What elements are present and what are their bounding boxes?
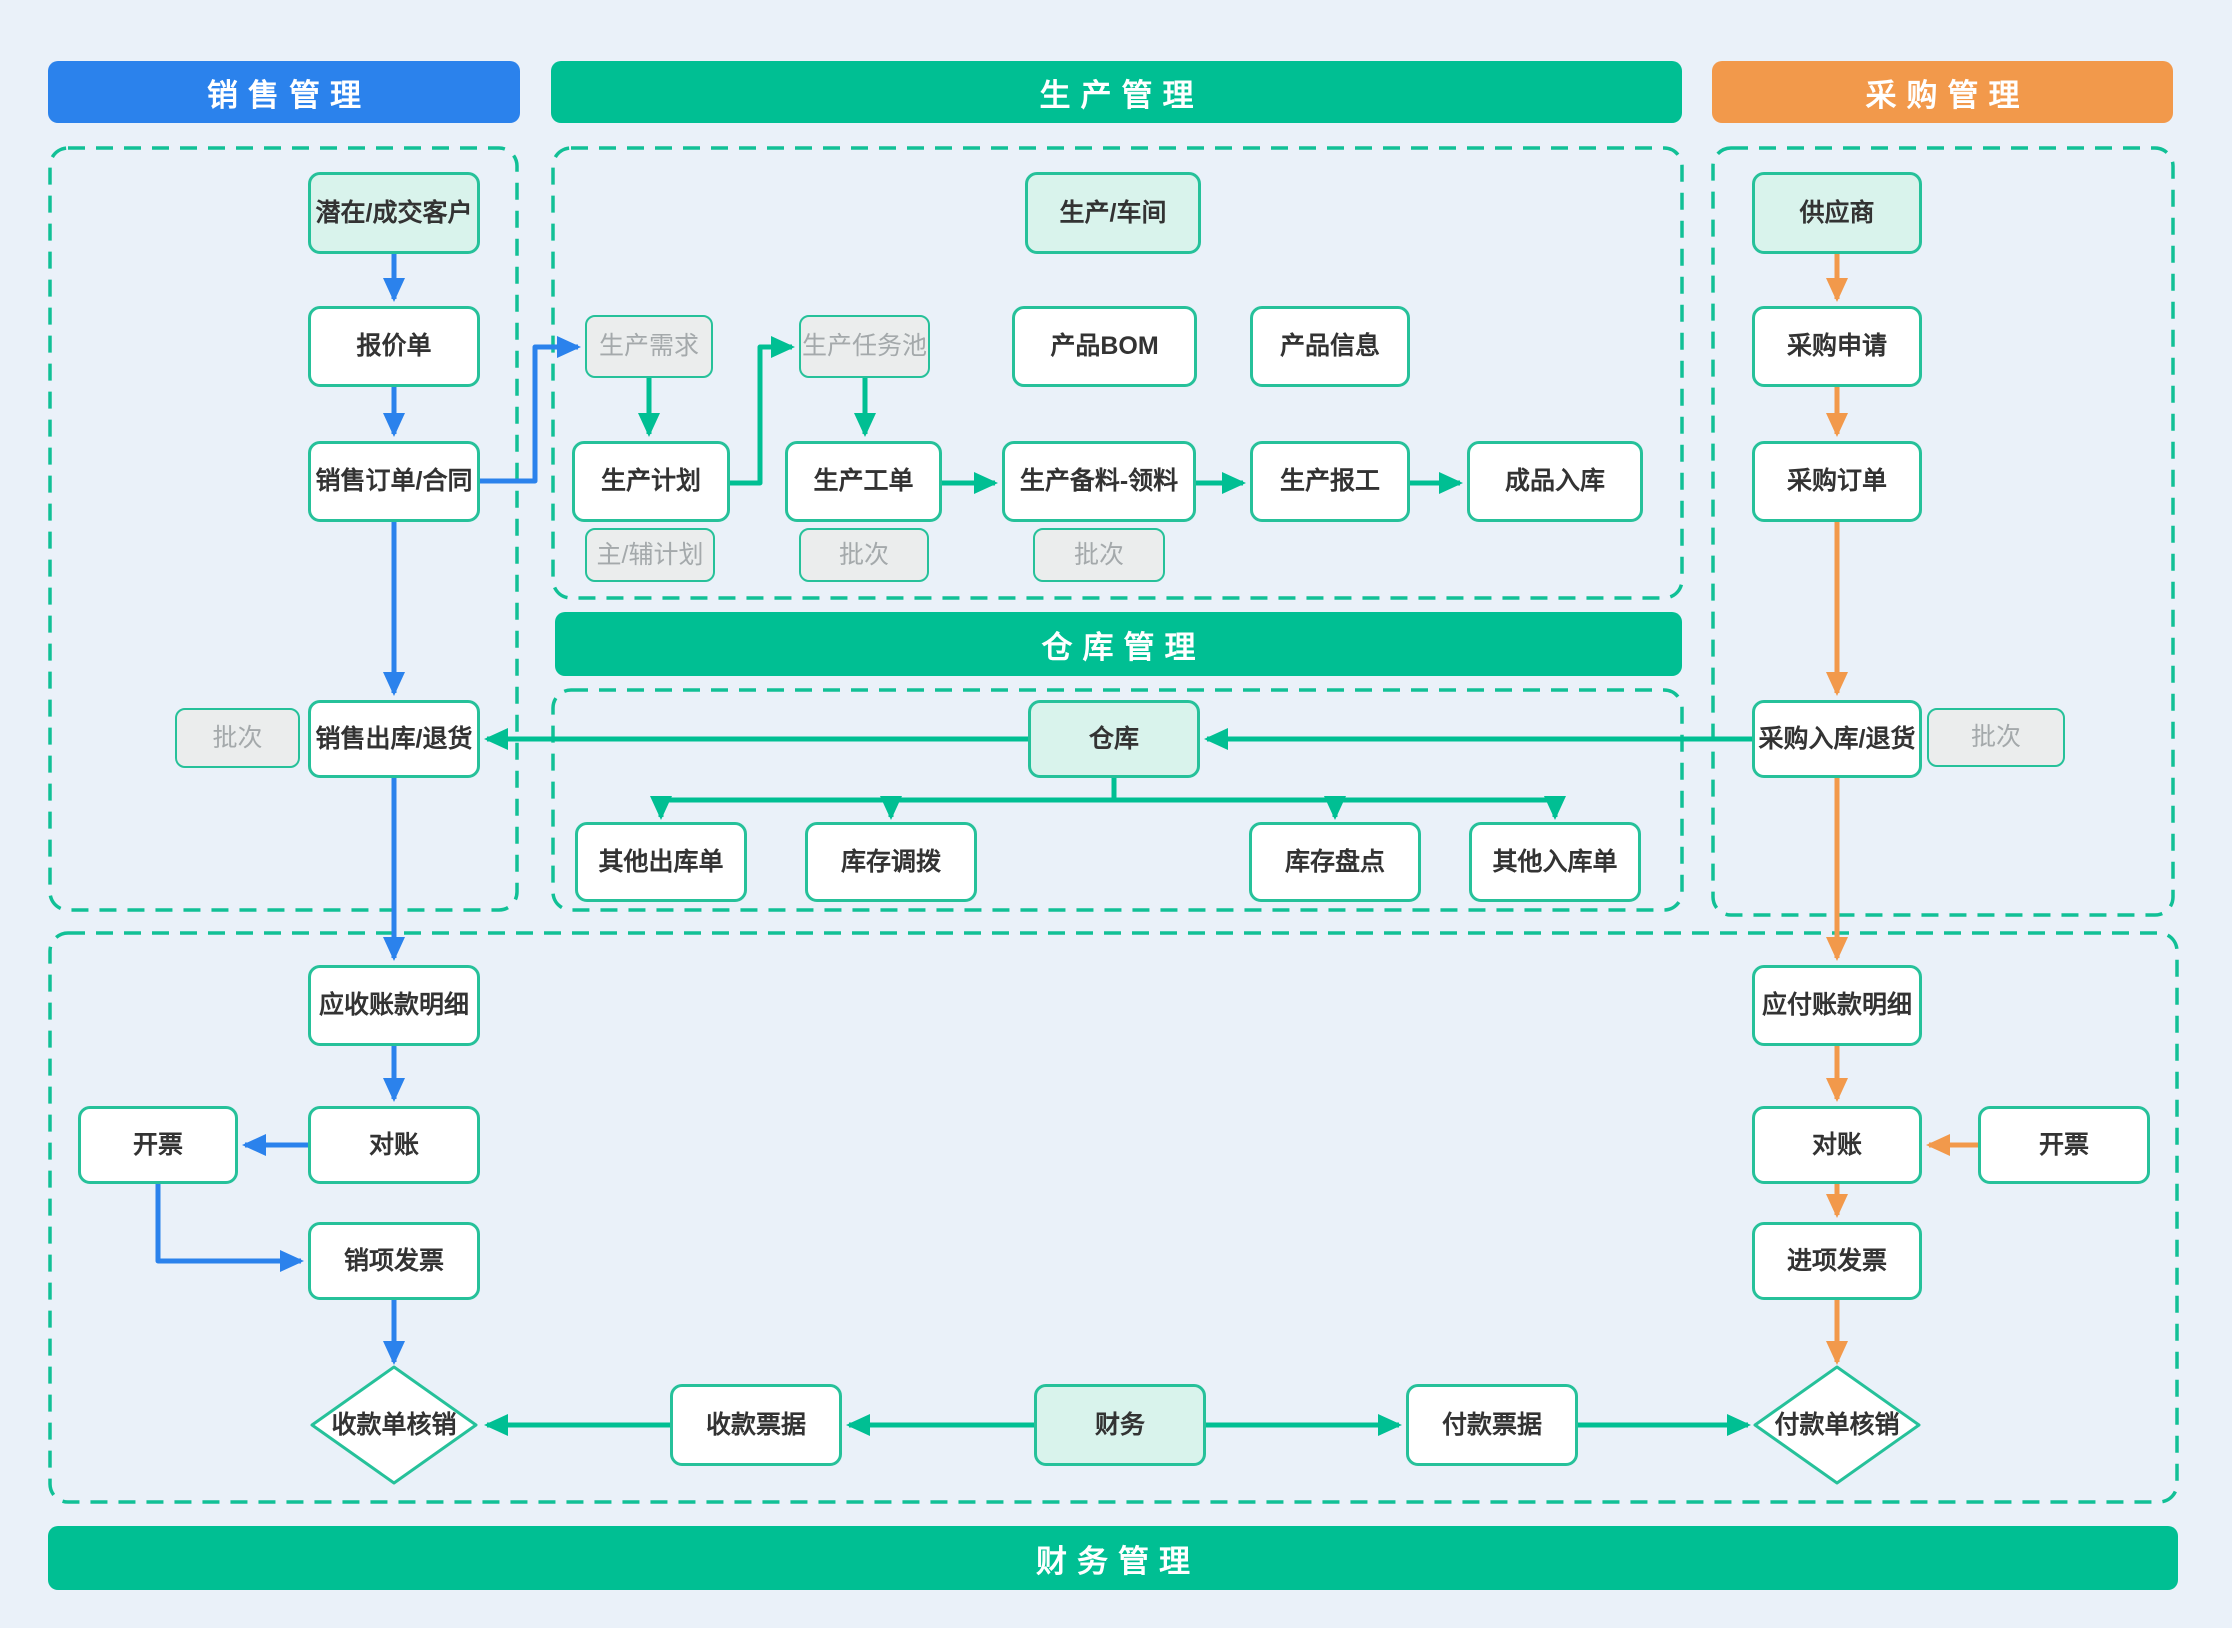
container-sales-area xyxy=(48,146,519,912)
finance-header: 财务管理 xyxy=(48,1526,2178,1590)
node-production-workorder[interactable]: 生产工单 xyxy=(785,441,942,522)
node-batch-material[interactable]: 批次 xyxy=(1033,528,1165,582)
node-payable-details[interactable]: 应付账款明细 xyxy=(1752,965,1922,1046)
node-production-task-pool[interactable]: 生产任务池 xyxy=(799,315,930,378)
node-other-inbound[interactable]: 其他入库单 xyxy=(1469,822,1641,902)
node-receipt-writeoff-shape[interactable] xyxy=(310,1365,478,1485)
container-warehouse-area xyxy=(551,688,1684,912)
connector-plan-to-taskpool xyxy=(730,336,795,486)
node-invoicing-left[interactable]: 开票 xyxy=(78,1106,238,1184)
node-purchase-invoice[interactable]: 进项发票 xyxy=(1752,1222,1922,1300)
node-product-bom[interactable]: 产品BOM xyxy=(1012,306,1197,387)
node-production-demand[interactable]: 生产需求 xyxy=(585,315,713,378)
node-potential-customers[interactable]: 潜在/成交客户 xyxy=(308,172,480,254)
node-production-report[interactable]: 生产报工 xyxy=(1250,441,1410,522)
node-receipt-writeoff[interactable]: 收款单核销 xyxy=(331,1410,457,1439)
node-sales-outbound[interactable]: 销售出库/退货 xyxy=(308,700,480,778)
node-reconciliation-left[interactable]: 对账 xyxy=(308,1106,480,1184)
node-sales-order-contract[interactable]: 销售订单/合同 xyxy=(308,441,480,522)
node-invoicing-right[interactable]: 开票 xyxy=(1978,1106,2150,1184)
node-warehouse[interactable]: 仓库 xyxy=(1028,700,1200,778)
node-receipt-note[interactable]: 收款票据 xyxy=(670,1384,842,1466)
node-purchase-inbound[interactable]: 采购入库/退货 xyxy=(1752,700,1922,778)
node-payment-writeoff-shape[interactable] xyxy=(1753,1365,1921,1485)
node-finished-inbound[interactable]: 成品入库 xyxy=(1467,441,1643,522)
node-batch-sales[interactable]: 批次 xyxy=(175,708,300,768)
node-purchase-order[interactable]: 采购订单 xyxy=(1752,441,1922,522)
node-batch-workorder[interactable]: 批次 xyxy=(799,528,929,582)
node-quotation[interactable]: 报价单 xyxy=(308,306,480,387)
node-product-info[interactable]: 产品信息 xyxy=(1250,306,1410,387)
node-batch-purchase[interactable]: 批次 xyxy=(1927,708,2065,767)
node-production-plan[interactable]: 生产计划 xyxy=(572,441,730,522)
node-inventory-count[interactable]: 库存盘点 xyxy=(1249,822,1421,902)
node-sales-invoice[interactable]: 销项发票 xyxy=(308,1222,480,1300)
node-finance[interactable]: 财务 xyxy=(1034,1384,1206,1466)
node-main-aux-plan[interactable]: 主/辅计划 xyxy=(585,528,715,582)
production-header: 生产管理 xyxy=(551,61,1682,123)
node-receivable-details[interactable]: 应收账款明细 xyxy=(308,965,480,1046)
connector-invoicing-to-sales-invoice xyxy=(155,1184,304,1272)
connector-order-to-demand xyxy=(480,336,581,484)
node-supplier[interactable]: 供应商 xyxy=(1752,172,1922,254)
node-inventory-transfer[interactable]: 库存调拨 xyxy=(805,822,977,902)
container-finance-area xyxy=(48,931,2179,1504)
node-production-workshop[interactable]: 生产/车间 xyxy=(1025,172,1201,254)
node-purchase-request[interactable]: 采购申请 xyxy=(1752,306,1922,387)
node-production-material[interactable]: 生产备料-领料 xyxy=(1002,441,1196,522)
node-other-outbound[interactable]: 其他出库单 xyxy=(575,822,747,902)
node-payment-note[interactable]: 付款票据 xyxy=(1406,1384,1578,1466)
container-purchase-area xyxy=(1711,146,2175,917)
sales-header: 销售管理 xyxy=(48,61,520,123)
node-reconciliation-right[interactable]: 对账 xyxy=(1752,1106,1922,1184)
purchase-header: 采购管理 xyxy=(1712,61,2173,123)
container-production-area xyxy=(551,146,1684,600)
node-payment-writeoff[interactable]: 付款单核销 xyxy=(1774,1410,1900,1439)
warehouse-header: 仓库管理 xyxy=(555,612,1682,676)
